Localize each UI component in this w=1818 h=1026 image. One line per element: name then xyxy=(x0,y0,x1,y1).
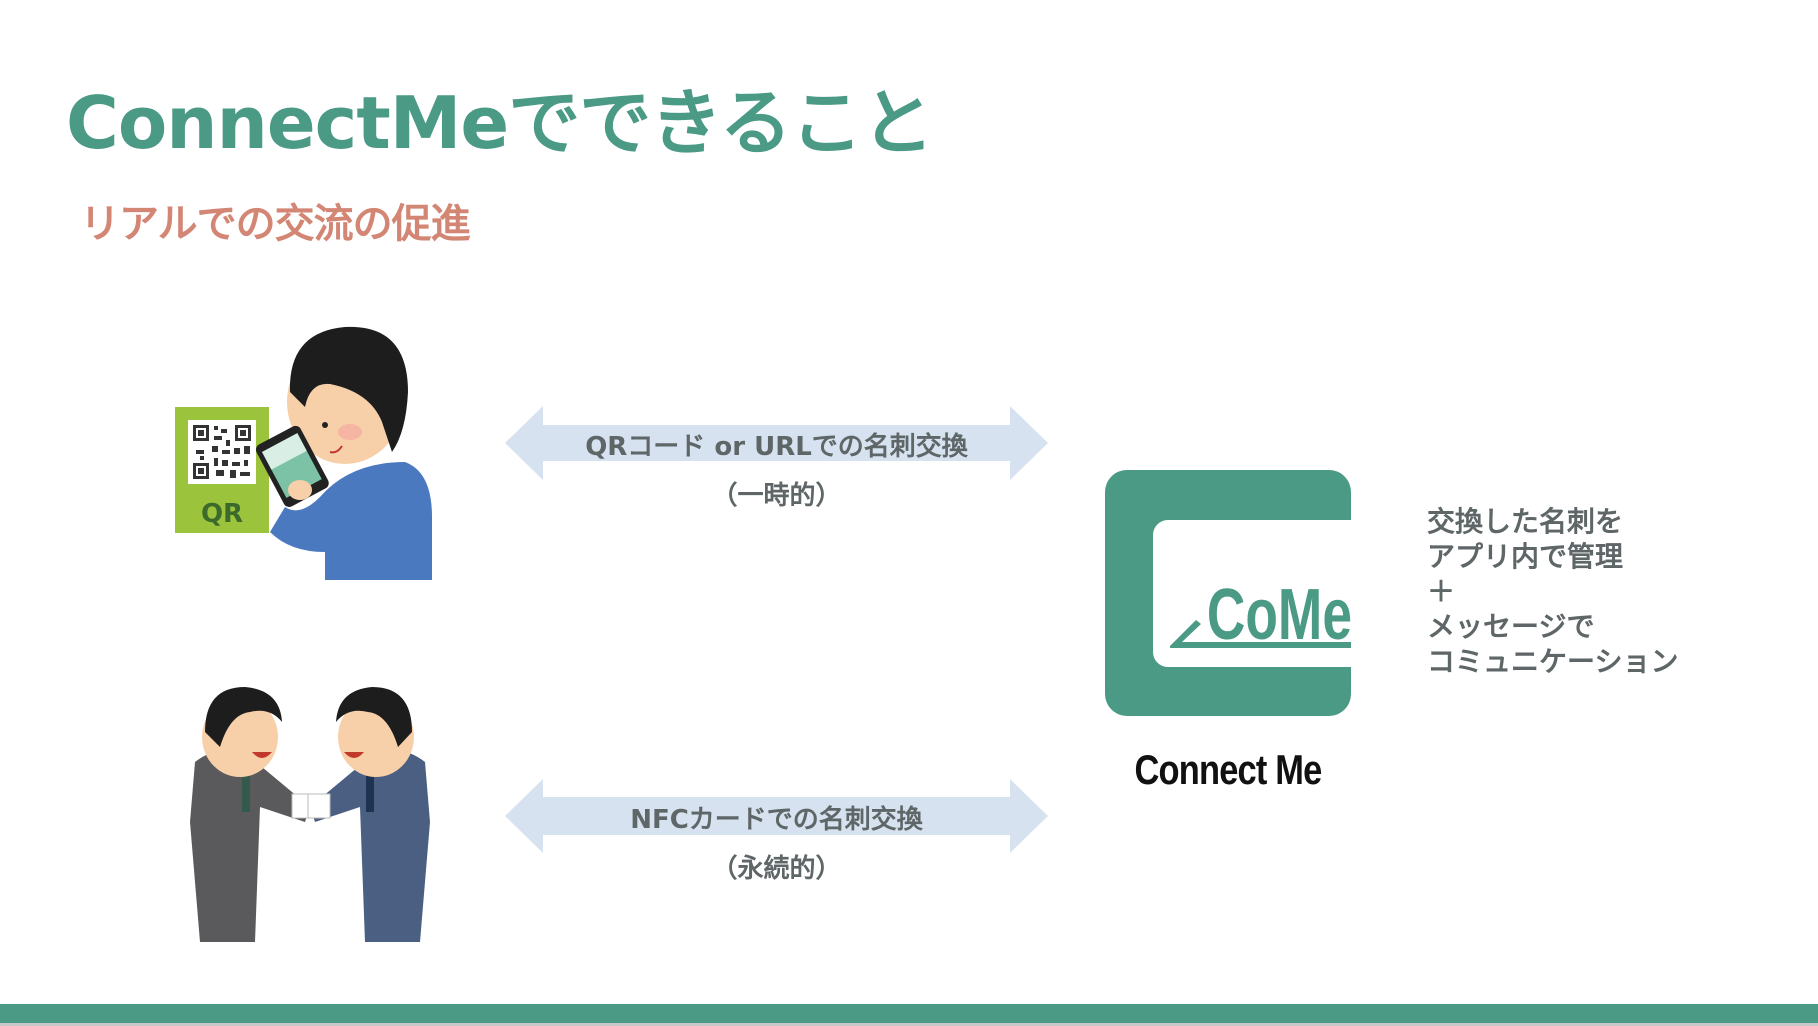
nfc-exchange-label: NFCカードでの名刺交換 xyxy=(630,805,923,835)
nfc-exchange-arrow: NFCカードでの名刺交換 （永続的） xyxy=(505,779,1048,884)
qr-exchange-label: QRコード or URLでの名刺交換 xyxy=(585,432,968,462)
feature-line: アプリ内で管理 xyxy=(1427,540,1624,573)
feature-line: コミュニケーション xyxy=(1427,645,1679,678)
feature-line: メッセージで xyxy=(1427,610,1595,643)
nfc-exchange-note: （永続的） xyxy=(711,854,842,884)
person-scanning-qr-code-illustration: QR xyxy=(170,312,435,582)
double-arrow-icon xyxy=(505,406,1048,480)
feature-line: 交換した名刺を xyxy=(1427,505,1624,538)
slide-subtitle: リアルでの交流の促進 xyxy=(80,201,471,247)
logo-name: Connect Me xyxy=(1134,746,1323,793)
businessmen-exchanging-cards-illustration xyxy=(180,672,440,944)
feature-line: ＋ xyxy=(1427,575,1456,608)
svg-text:CoMe: CoMe xyxy=(1207,574,1351,655)
svg-text:QR: QR xyxy=(201,499,243,529)
qr-exchange-arrow: QRコード or URLでの名刺交換 （一時的） xyxy=(505,406,1048,511)
feature-description: 交換した名刺を アプリ内で管理 ＋ メッセージで コミュニケーション xyxy=(1427,504,1678,679)
connectme-logo: CoMe xyxy=(1105,470,1352,716)
footer-divider xyxy=(0,1023,1818,1026)
slide-title: ConnectMeでできること xyxy=(66,81,934,165)
double-arrow-icon xyxy=(505,779,1048,853)
footer-accent-bar xyxy=(0,1004,1818,1023)
qr-exchange-note: （一時的） xyxy=(711,481,842,511)
